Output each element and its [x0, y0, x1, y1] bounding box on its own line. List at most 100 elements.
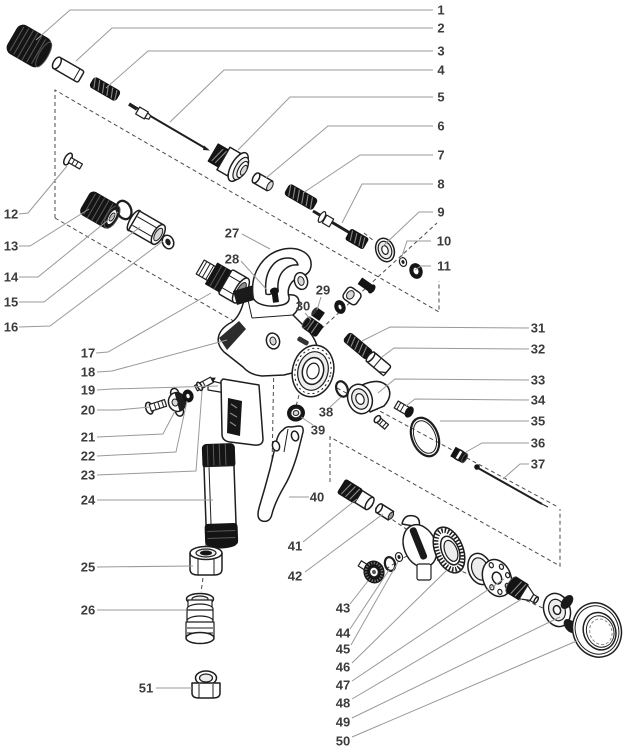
part-2-pin	[51, 56, 85, 83]
leader-line-23	[96, 390, 203, 476]
leader-line-25	[96, 565, 194, 568]
callout-number-7: 7	[437, 148, 444, 163]
leader-line-6	[265, 125, 433, 179]
leader-line-3	[105, 50, 433, 89]
callout-number-14: 14	[4, 270, 19, 285]
callout-number-45: 45	[336, 642, 350, 657]
part-39-packing-nut	[287, 404, 305, 422]
trigger-pivot-boss	[265, 332, 281, 350]
leader-line-8	[341, 183, 433, 224]
callout-number-3: 3	[437, 44, 444, 59]
callout-number-10: 10	[437, 234, 451, 249]
callout-number-29: 29	[316, 283, 330, 298]
part-24-fluid-tube	[201, 443, 239, 549]
leader-line-2	[75, 27, 433, 62]
leader-line-34	[405, 398, 530, 407]
callout-number-30: 30	[296, 299, 310, 314]
callout-number-13: 13	[4, 239, 18, 254]
leader-line-7	[302, 154, 433, 194]
part-41-tube-fitting	[337, 479, 375, 511]
callout-number-6: 6	[437, 119, 444, 134]
callout-number-8: 8	[437, 177, 444, 192]
callout-number-41: 41	[288, 539, 302, 554]
part-44-o-ring	[383, 556, 397, 572]
callout-number-48: 48	[336, 696, 350, 711]
callout-number-25: 25	[81, 560, 95, 575]
leader-line-28	[240, 260, 268, 291]
handle-grip-label	[227, 398, 242, 436]
callout-number-43: 43	[336, 601, 350, 616]
callout-number-50: 50	[336, 734, 350, 747]
callout-labels: 1234567891011121314151617181920212223242…	[4, 3, 546, 747]
callout-number-9: 9	[437, 205, 444, 220]
part-50-retaining-ring	[571, 602, 623, 658]
callout-number-1: 1	[437, 3, 444, 18]
part-12-screw	[62, 152, 83, 170]
callout-number-39: 39	[311, 423, 325, 438]
part-18-gun-body	[207, 290, 335, 446]
callout-number-31: 31	[531, 321, 545, 336]
part-27-trigger-stirrup	[233, 247, 312, 307]
callout-number-16: 16	[4, 320, 18, 335]
leader-line-16	[18, 240, 164, 328]
leader-line-1	[35, 9, 433, 41]
callout-number-23: 23	[81, 468, 95, 483]
leader-line-50	[351, 639, 580, 738]
part-6-spacer	[251, 172, 274, 192]
part-34-screw	[393, 400, 414, 418]
leader-line-30	[304, 312, 312, 321]
leader-line-43	[349, 580, 369, 605]
callout-number-49: 49	[336, 715, 350, 730]
leader-line-13	[19, 208, 90, 247]
part-42-sleeve	[374, 503, 395, 521]
leader-line-12	[18, 165, 68, 215]
leader-line-20	[97, 406, 151, 411]
part-4-needle	[128, 102, 210, 151]
leader-line-49	[351, 616, 561, 719]
callout-number-11: 11	[437, 259, 451, 274]
part-5-packing-nut	[207, 143, 250, 183]
callout-number-21: 21	[81, 430, 95, 445]
part-48-fluid-nozzle	[505, 576, 540, 604]
leader-line-48	[351, 598, 523, 700]
part-43-check-valve	[357, 560, 385, 584]
part-51-cap-nut	[191, 670, 221, 699]
part-32-valve-spool	[365, 351, 392, 377]
part-22-o-ring	[182, 389, 194, 403]
callout-number-36: 36	[531, 436, 545, 451]
leader-line-42	[304, 513, 384, 573]
leader-line-36	[465, 442, 529, 453]
callout-number-42: 42	[288, 569, 302, 584]
part-9-washer-stack	[374, 237, 396, 263]
part-1-retainer-knob	[6, 24, 53, 68]
callout-number-37: 37	[531, 457, 545, 472]
callout-number-51: 51	[139, 681, 153, 696]
inlet-axis-dashed	[54, 217, 323, 373]
part-21-adjusting-dial	[167, 387, 187, 417]
part-7-spring	[284, 184, 318, 210]
part-20-screw	[144, 398, 168, 415]
leader-line-15	[19, 226, 141, 303]
callout-number-22: 22	[81, 449, 95, 464]
body-shading	[219, 321, 246, 350]
part-16-washer	[161, 234, 175, 250]
leader-line-37	[502, 463, 529, 480]
callout-number-33: 33	[531, 373, 545, 388]
part-45-washer	[394, 551, 404, 563]
part-10-o-ring	[398, 257, 408, 267]
callout-number-47: 47	[336, 678, 350, 693]
part-23-valve-stem	[194, 376, 216, 392]
callout-number-44: 44	[336, 626, 351, 641]
stud-axis-dashed	[284, 222, 438, 363]
callout-number-32: 32	[531, 342, 545, 357]
part-30-packing-stack	[301, 316, 323, 337]
part-46-air-head	[401, 514, 466, 581]
body-valve-ring	[291, 344, 335, 398]
callout-number-18: 18	[81, 365, 95, 380]
callout-number-17: 17	[81, 346, 95, 361]
part-25-hex-nut	[189, 545, 223, 576]
leader-line-31	[361, 326, 530, 342]
callout-number-19: 19	[81, 383, 95, 398]
